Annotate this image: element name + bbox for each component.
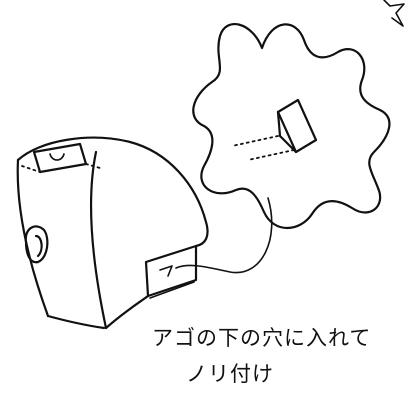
- slot-tab-detail: [231, 98, 318, 161]
- caption-line-1: アゴの下の穴に入れて: [152, 326, 372, 350]
- leader-line: [175, 197, 273, 274]
- head-shape: [16, 136, 209, 330]
- star-icon: [383, 0, 405, 27]
- caption-line-2: ノリ付け: [186, 362, 274, 386]
- magnified-inset-blob: [192, 23, 391, 229]
